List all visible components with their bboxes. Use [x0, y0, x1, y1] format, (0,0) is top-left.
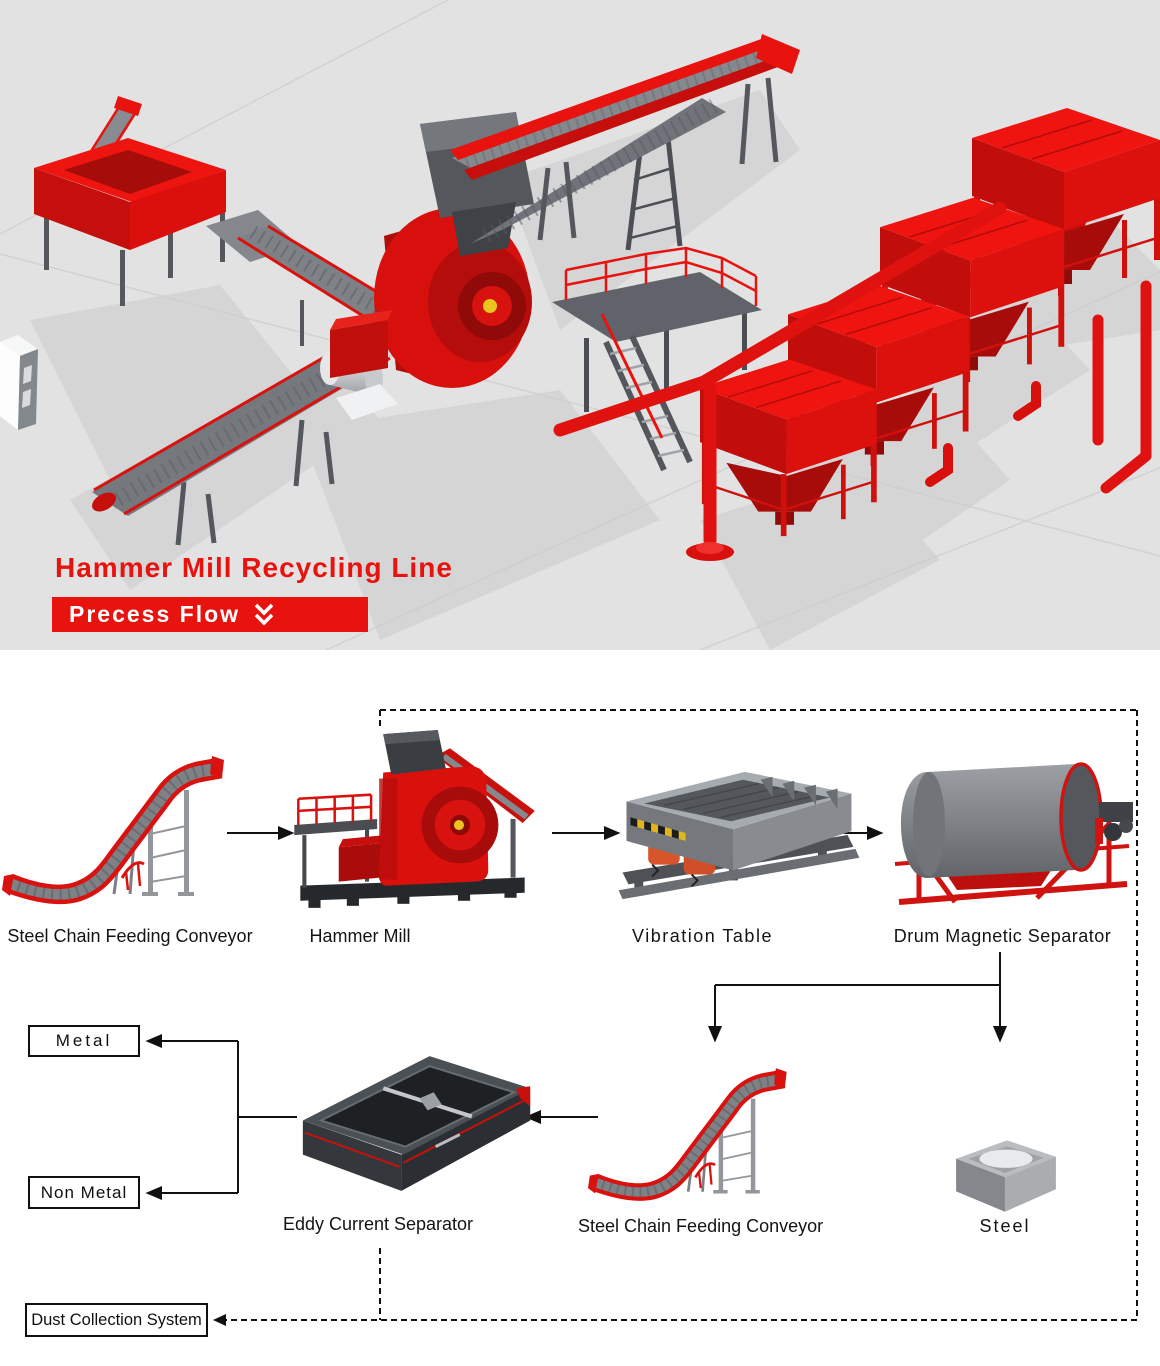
vibration-table-label: Vibration Table: [632, 926, 773, 946]
overhead-conveyor-3d: [450, 34, 800, 241]
double-chevron-down-icon: [254, 603, 274, 626]
dust-collection-duct-lines: [226, 709, 1138, 1321]
hero-render: [0, 0, 1160, 650]
metal-label: Metal: [55, 1031, 113, 1050]
hammer-mill-illustration: [294, 730, 535, 908]
recycling-line-3d-illustration: [0, 0, 1160, 650]
pipework-3d: [553, 201, 1152, 561]
process-flow-diagram: Steel Chain Feeding Conveyor Hammer Mill…: [0, 650, 1160, 1366]
drum-separator-label: Drum Magnetic Separator: [893, 926, 1112, 946]
eddy-separator-label: Eddy Current Separator: [282, 1214, 474, 1234]
non-metal-label: Non Metal: [40, 1182, 128, 1202]
non-metal-box: Non Metal: [28, 1176, 140, 1209]
eddy-current-separator-illustration: [302, 1056, 531, 1191]
conveyor2-label: Steel Chain Feeding Conveyor: [578, 1216, 824, 1236]
hammer-mill-label: Hammer Mill: [309, 926, 411, 946]
flow-connectors: [145, 709, 1138, 1326]
arrow-hammermill-to-vibrationtable: [552, 825, 621, 841]
conveyor2-illustration: [588, 1042, 792, 1218]
vibration-table-illustration: [618, 771, 860, 900]
dust-collection-label: Dust Collection System: [31, 1310, 202, 1329]
page-title: Hammer Mill Recycling Line: [55, 552, 453, 583]
metal-box: Metal: [28, 1025, 140, 1057]
arrow-conveyor2-to-eddyseparator: [524, 1109, 598, 1125]
process-flow-banner[interactable]: Precess Flow: [52, 597, 368, 632]
steel-output-illustration: [956, 1140, 1056, 1212]
conveyor1-illustration: [2, 730, 230, 920]
control-cabinet-3d: [0, 335, 38, 430]
incline-conveyor-3d: [470, 98, 726, 251]
steel-label: Steel: [979, 1216, 1031, 1236]
process-flow-banner-label: Precess Flow: [69, 601, 241, 627]
dust-duct-arrowhead: [213, 1314, 226, 1326]
conveyor1-label: Steel Chain Feeding Conveyor: [7, 926, 253, 946]
drum-separator-branch: [707, 952, 1008, 1043]
drum-magnetic-separator-illustration: [894, 762, 1133, 905]
dust-collection-box: Dust Collection System: [25, 1303, 208, 1337]
arrow-conveyor1-to-hammermill: [227, 825, 295, 841]
eddy-separator-outputs: [145, 1033, 297, 1201]
